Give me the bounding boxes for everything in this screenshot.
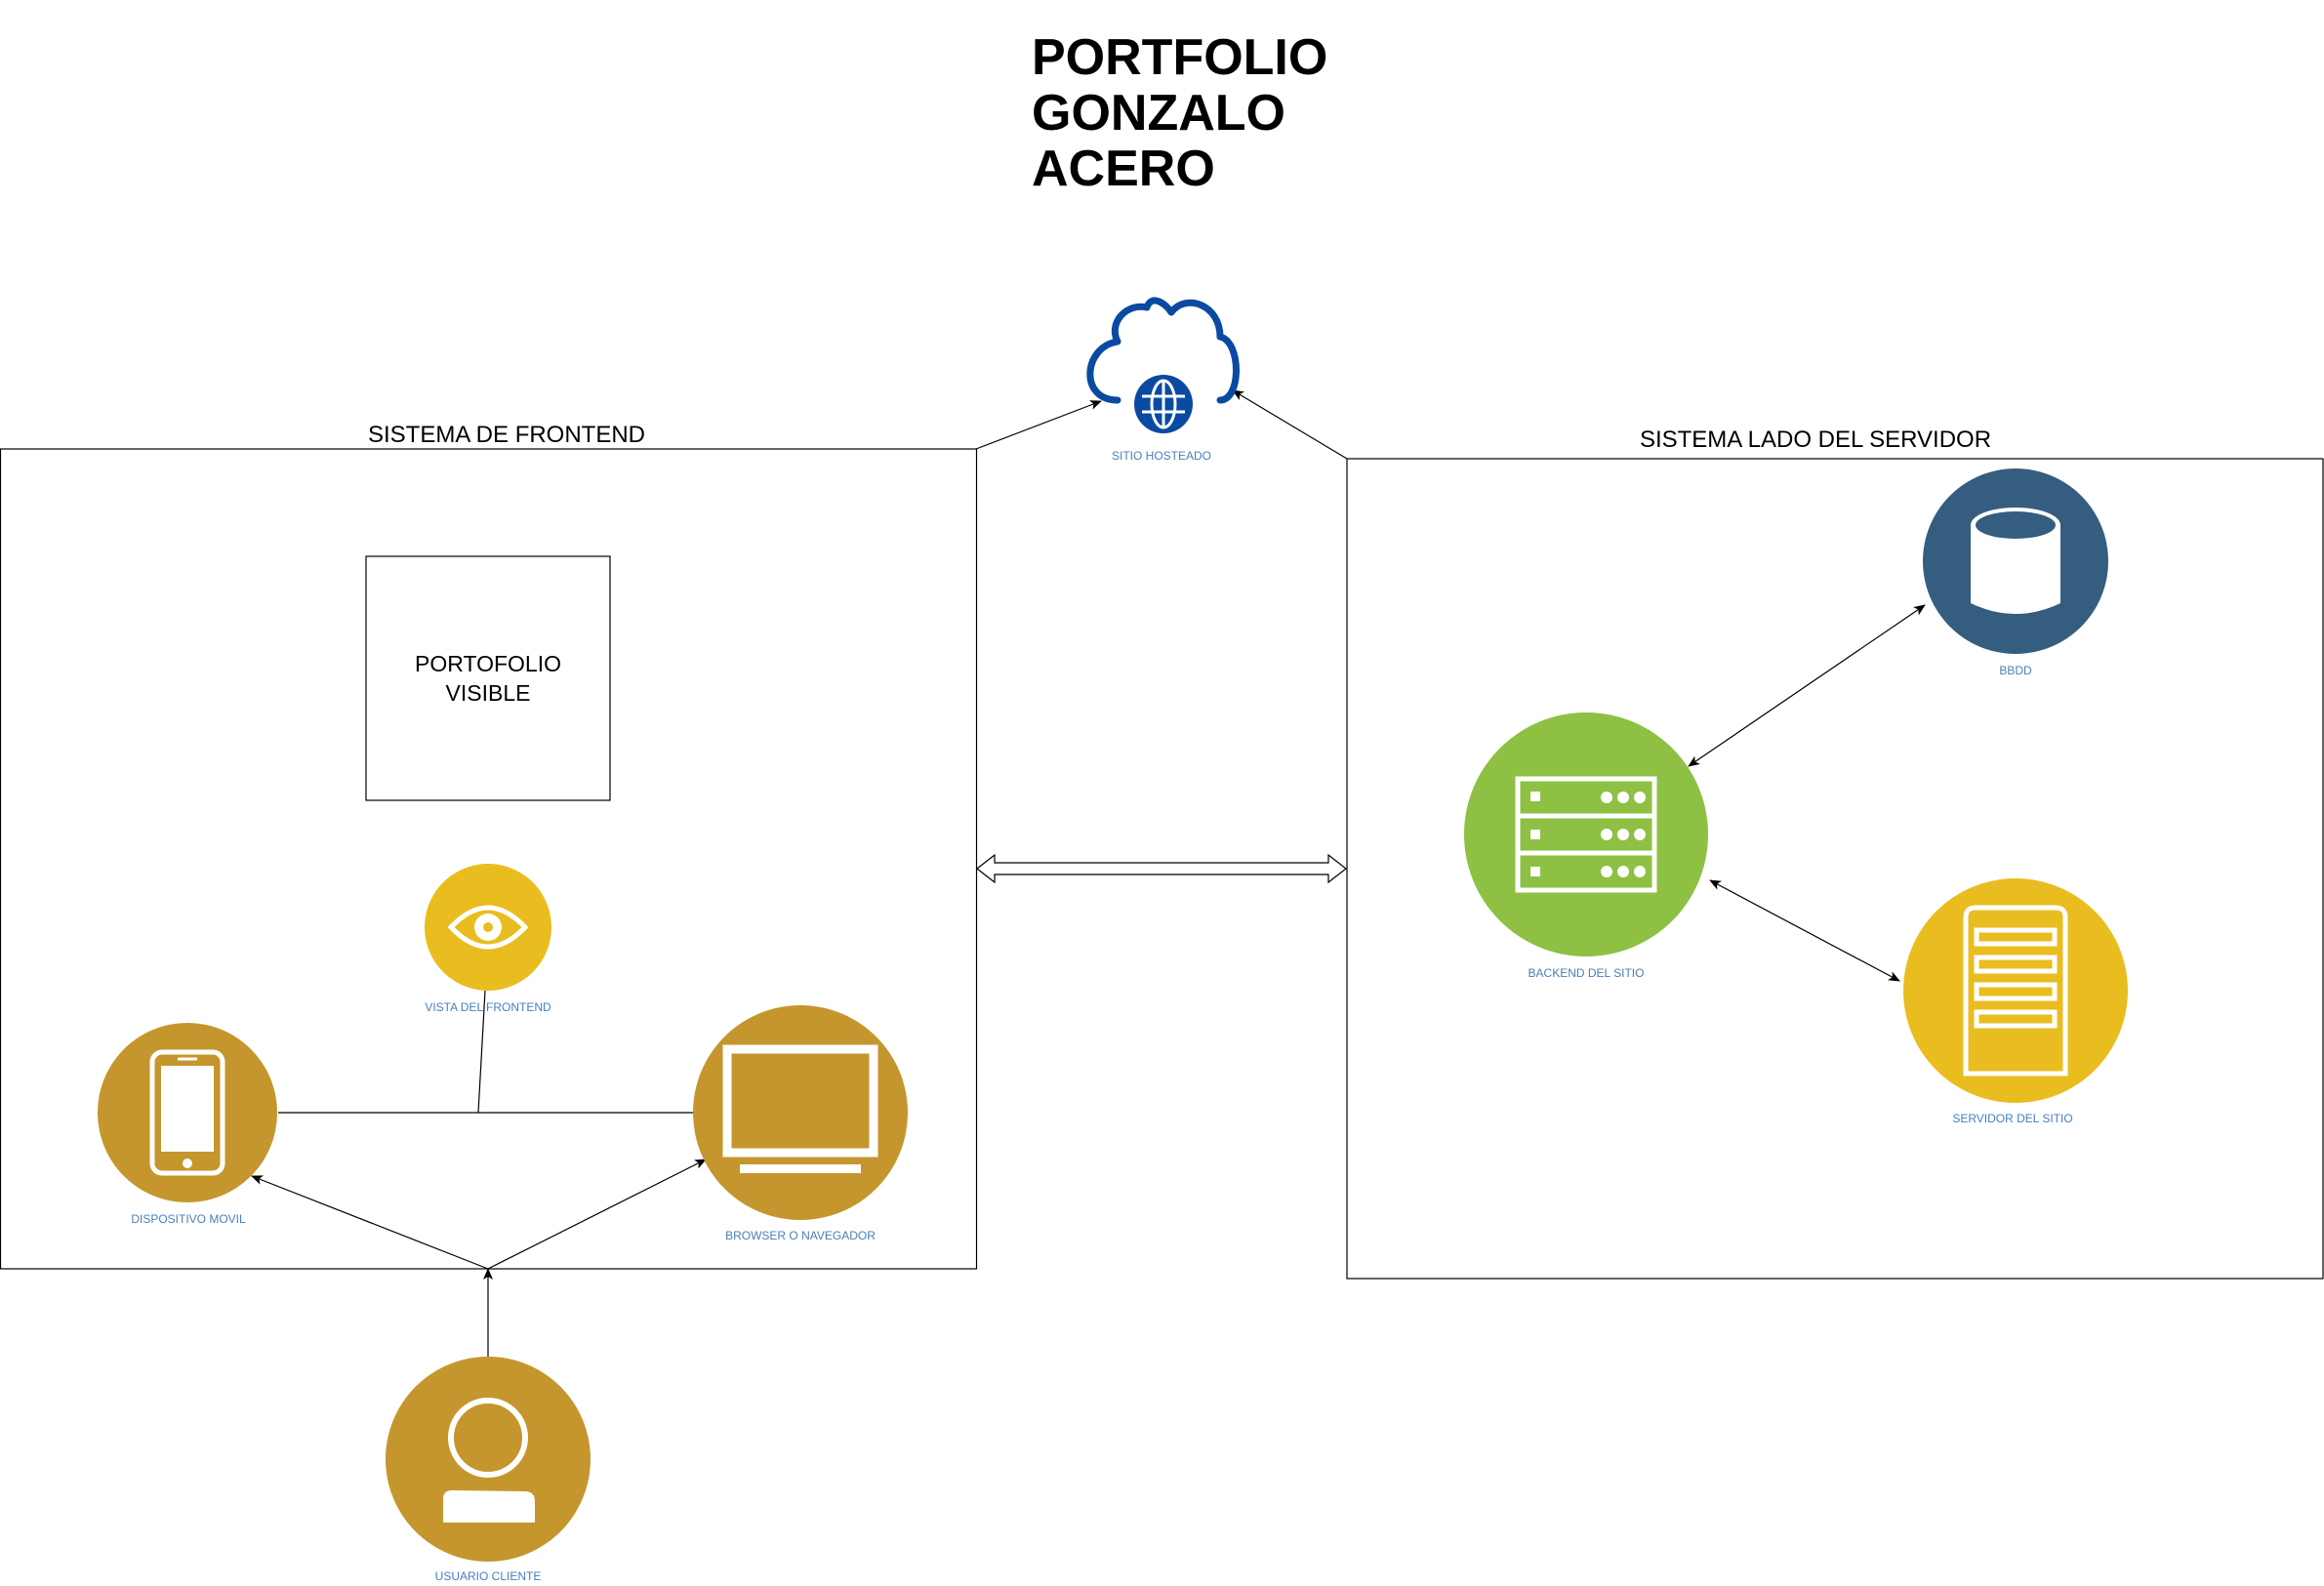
hosted-site-label: SITIO HOSTEADO bbox=[1112, 449, 1211, 463]
backend-system-label: SISTEMA LADO DEL SERVIDOR bbox=[1640, 427, 1991, 453]
frontend-backend-double-arrow[interactable] bbox=[976, 853, 1347, 884]
edge-frontend-view-to-connector[interactable] bbox=[477, 990, 486, 1114]
server-tower-icon bbox=[1963, 905, 2068, 1077]
diagram-title-line-2: GONZALO bbox=[1032, 85, 1285, 142]
client-user-label: USUARIO CLIENTE bbox=[435, 1569, 542, 1583]
client-user-circle bbox=[386, 1357, 591, 1562]
frontend-view-node[interactable]: VISTA DEL FRONTEND bbox=[425, 864, 551, 1014]
server-rack-lights bbox=[1530, 792, 1646, 877]
frontend-system-label: SISTEMA DE FRONTEND bbox=[368, 422, 645, 448]
eye-icon bbox=[447, 905, 529, 950]
server-rack-icon bbox=[1515, 776, 1657, 893]
browser-node[interactable]: BROWSER O NAVEGADOR bbox=[693, 1005, 908, 1242]
edge-junction-to-mobile[interactable] bbox=[251, 1175, 489, 1270]
backend-circle bbox=[1464, 712, 1708, 956]
frontend-view-label: VISTA DEL FRONTEND bbox=[425, 1000, 551, 1014]
diagram-title-line-3: ACERO bbox=[1032, 141, 1215, 197]
portfolio-visible-box[interactable] bbox=[365, 555, 611, 801]
database-node[interactable]: BBDD bbox=[1923, 468, 2108, 677]
backend-label: BACKEND DEL SITIO bbox=[1529, 966, 1645, 980]
client-user-node[interactable]: USUARIO CLIENTE bbox=[386, 1357, 591, 1583]
diagram-title-line-1: PORTFOLIO bbox=[1032, 29, 1327, 86]
mobile-device-node[interactable]: DISPOSITIVO MOVIL bbox=[98, 1023, 277, 1226]
backend-node[interactable]: BACKEND DEL SITIO bbox=[1464, 712, 1708, 980]
smartphone-icon bbox=[149, 1049, 225, 1176]
user-icon bbox=[443, 1398, 535, 1523]
site-server-node[interactable]: SERVIDOR DEL SITIO bbox=[1903, 878, 2128, 1125]
portfolio-visible-label-line-1: PORTOFOLIO bbox=[415, 651, 561, 676]
edge-frontend-to-hosted-site[interactable] bbox=[975, 400, 1102, 450]
edge-backend-to-site-server[interactable] bbox=[1709, 879, 1900, 982]
edge-backend-to-hosted-site[interactable] bbox=[1232, 389, 1348, 460]
mobile-device-label: DISPOSITIVO MOVIL bbox=[131, 1212, 246, 1226]
monitor-icon bbox=[722, 1044, 878, 1173]
site-server-circle bbox=[1903, 878, 2128, 1103]
site-server-label: SERVIDOR DEL SITIO bbox=[1952, 1112, 2072, 1125]
cloud-globe-icon bbox=[1086, 297, 1240, 439]
database-icon bbox=[1971, 508, 2060, 614]
hosted-site-node[interactable]: SITIO HOSTEADO bbox=[1086, 297, 1240, 463]
browser-label: BROWSER O NAVEGADOR bbox=[725, 1229, 876, 1242]
edge-backend-to-database[interactable] bbox=[1688, 604, 1926, 767]
edge-junction-to-browser[interactable] bbox=[487, 1159, 707, 1270]
portfolio-visible-label-line-2: VISIBLE bbox=[446, 680, 531, 706]
database-label: BBDD bbox=[1999, 664, 2032, 677]
